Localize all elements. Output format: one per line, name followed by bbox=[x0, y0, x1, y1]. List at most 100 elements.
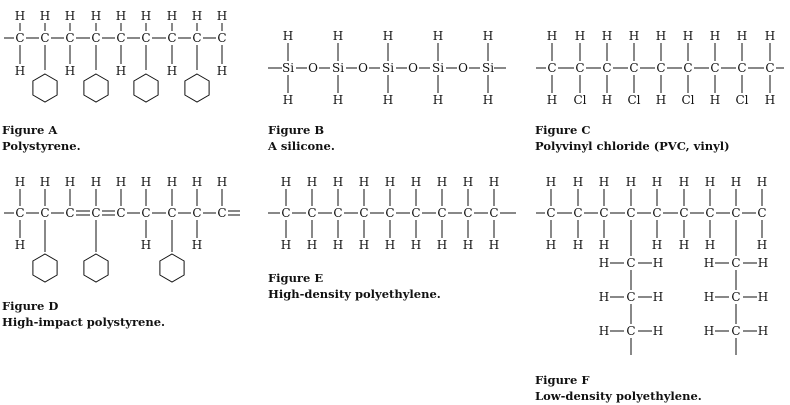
carbon-atom: C bbox=[705, 206, 714, 220]
oxygen-atom: O bbox=[358, 61, 368, 75]
hydrogen-atom: H bbox=[141, 175, 151, 189]
hydrogen-atom: H bbox=[765, 93, 775, 107]
carbon-atom: C bbox=[40, 206, 49, 220]
carbon-atom: C bbox=[217, 31, 226, 45]
carbon-atom: C bbox=[626, 290, 635, 304]
hydrogen-atom: H bbox=[65, 64, 75, 78]
phenyl-ring bbox=[159, 253, 185, 283]
hydrogen-atom: H bbox=[217, 9, 227, 23]
carbon-atom: C bbox=[359, 206, 368, 220]
hydrogen-atom: H bbox=[116, 64, 126, 78]
figure-label: Figure D bbox=[2, 299, 59, 313]
carbon-atom: C bbox=[573, 206, 582, 220]
caption-figure-f: Figure F Low-density polyethylene. bbox=[535, 372, 702, 404]
hydrogen-atom: H bbox=[192, 238, 202, 252]
hydrogen-atom: H bbox=[333, 175, 343, 189]
carbon-atom: C bbox=[192, 206, 201, 220]
hydrogen-atom: H bbox=[15, 175, 25, 189]
hydrogen-atom: H bbox=[116, 9, 126, 23]
carbon-atom: C bbox=[167, 206, 176, 220]
hydrogen-atom: H bbox=[411, 175, 421, 189]
hydrogen-atom: H bbox=[705, 238, 715, 252]
carbon-atom: C bbox=[599, 206, 608, 220]
hydrogen-atom: H bbox=[167, 175, 177, 189]
hydrogen-atom: H bbox=[283, 93, 293, 107]
hydrogen-atom: H bbox=[626, 175, 636, 189]
carbon-atom: C bbox=[40, 31, 49, 45]
hydrogen-atom: H bbox=[731, 175, 741, 189]
carbon-atom: C bbox=[546, 206, 555, 220]
chlorine-atom: Cl bbox=[573, 93, 586, 107]
chlorine-atom: Cl bbox=[627, 93, 640, 107]
carbon-atom: C bbox=[65, 206, 74, 220]
carbon-atom: C bbox=[141, 31, 150, 45]
figure-label: Figure C bbox=[535, 123, 591, 137]
carbon-atom: C bbox=[167, 31, 176, 45]
hydrogen-atom: H bbox=[653, 290, 663, 304]
carbon-atom: C bbox=[629, 61, 638, 75]
carbon-atom: C bbox=[217, 206, 226, 220]
carbon-atom: C bbox=[411, 206, 420, 220]
caption-figure-a: Figure A Polystyrene. bbox=[2, 122, 81, 154]
carbon-atom: C bbox=[547, 61, 556, 75]
hydrogen-atom: H bbox=[599, 238, 609, 252]
oxygen-atom: O bbox=[408, 61, 418, 75]
carbon-atom: C bbox=[575, 61, 584, 75]
hydrogen-atom: H bbox=[758, 256, 768, 270]
carbon-atom: C bbox=[731, 324, 740, 338]
phenyl-ring bbox=[83, 73, 109, 103]
carbon-atom: C bbox=[626, 256, 635, 270]
hydrogen-atom: H bbox=[757, 175, 767, 189]
carbon-atom: C bbox=[626, 206, 635, 220]
hydrogen-atom: H bbox=[765, 29, 775, 43]
hydrogen-atom: H bbox=[683, 29, 693, 43]
hydrogen-atom: H bbox=[599, 175, 609, 189]
phenyl-ring bbox=[32, 73, 58, 103]
hydrogen-atom: H bbox=[437, 175, 447, 189]
caption-figure-e: Figure E High-density polyethylene. bbox=[268, 270, 441, 302]
hydrogen-atom: H bbox=[167, 64, 177, 78]
caption-figure-d: Figure D High-impact polystyrene. bbox=[2, 298, 165, 330]
hydrogen-atom: H bbox=[433, 29, 443, 43]
figure-caption: Low-density polyethylene. bbox=[535, 389, 702, 403]
hydrogen-atom: H bbox=[704, 324, 714, 338]
hydrogen-atom: H bbox=[281, 238, 291, 252]
hydrogen-atom: H bbox=[679, 238, 689, 252]
carbon-atom: C bbox=[15, 31, 24, 45]
hydrogen-atom: H bbox=[757, 238, 767, 252]
figure-caption: High-density polyethylene. bbox=[268, 287, 441, 301]
hydrogen-atom: H bbox=[116, 175, 126, 189]
hydrogen-atom: H bbox=[679, 175, 689, 189]
carbon-atom: C bbox=[463, 206, 472, 220]
hydrogen-atom: H bbox=[656, 93, 666, 107]
hydrogen-atom: H bbox=[359, 175, 369, 189]
hydrogen-atom: H bbox=[489, 238, 499, 252]
hydrogen-atom: H bbox=[546, 238, 556, 252]
hydrogen-atom: H bbox=[652, 238, 662, 252]
hydrogen-atom: H bbox=[15, 238, 25, 252]
carbon-atom: C bbox=[333, 206, 342, 220]
carbon-atom: C bbox=[65, 31, 74, 45]
hydrogen-atom: H bbox=[704, 256, 714, 270]
hydrogen-atom: H bbox=[575, 29, 585, 43]
hydrogen-atom: H bbox=[385, 175, 395, 189]
hydrogen-atom: H bbox=[383, 93, 393, 107]
hydrogen-atom: H bbox=[437, 238, 447, 252]
carbon-atom: C bbox=[757, 206, 766, 220]
carbon-atom: C bbox=[437, 206, 446, 220]
carbon-atom: C bbox=[307, 206, 316, 220]
hydrogen-atom: H bbox=[359, 238, 369, 252]
hydrogen-atom: H bbox=[653, 256, 663, 270]
hydrogen-atom: H bbox=[737, 29, 747, 43]
hydrogen-atom: H bbox=[547, 93, 557, 107]
hydrogen-atom: H bbox=[281, 175, 291, 189]
hydrogen-atom: H bbox=[217, 175, 227, 189]
carbon-atom: C bbox=[731, 206, 740, 220]
hydrogen-atom: H bbox=[283, 29, 293, 43]
hydrogen-atom: H bbox=[333, 93, 343, 107]
carbon-atom: C bbox=[656, 61, 665, 75]
